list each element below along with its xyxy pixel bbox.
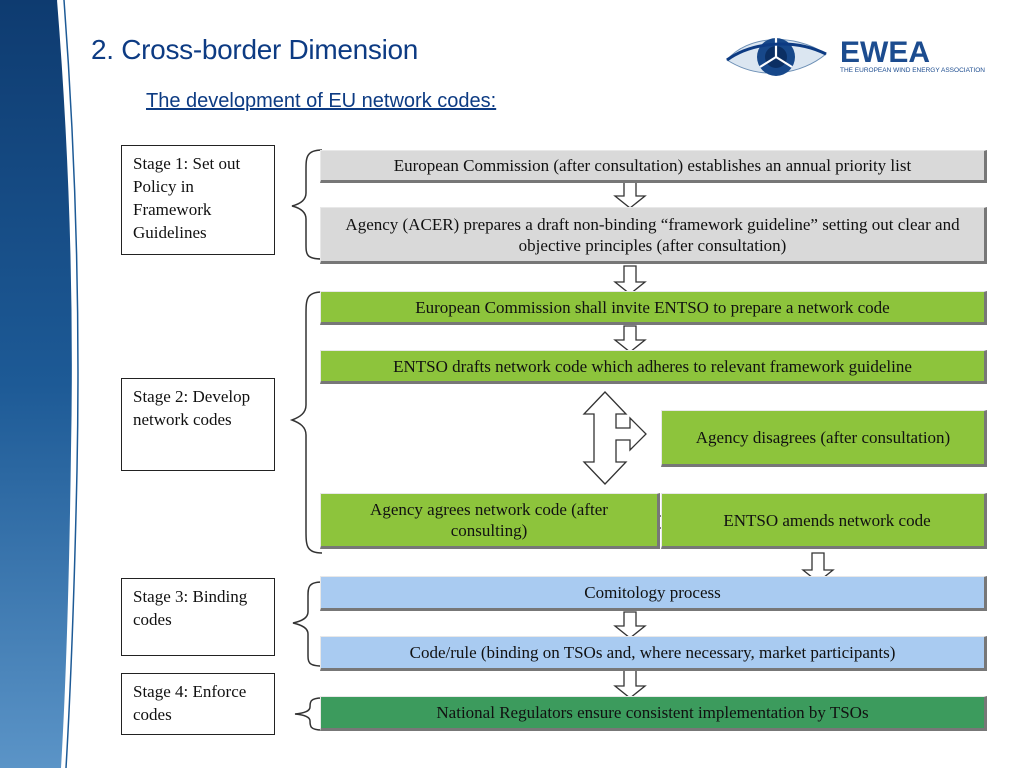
step-priority-list: European Commission (after consultation)… — [320, 150, 987, 183]
stage-1-label: Stage 1: Set out Policy in Framework Gui… — [121, 145, 275, 255]
step-agency-disagrees: Agency disagrees (after consultation) — [661, 410, 987, 467]
step-entso-drafts: ENTSO drafts network code which adheres … — [320, 350, 987, 384]
stage-2-label: Stage 2: Develop network codes — [121, 378, 275, 471]
page-title: 2. Cross-border Dimension — [91, 34, 419, 65]
step-entso-amends: ENTSO amends network code — [661, 493, 987, 549]
step-comitology: Comitology process — [320, 576, 987, 611]
stage-3-label: Stage 3: Binding codes — [121, 578, 275, 656]
step-binding-code: Code/rule (binding on TSOs and, where ne… — [320, 636, 987, 671]
stage-4-label: Stage 4: Enforce codes — [121, 673, 275, 735]
step-agency-agrees: Agency agrees network code (after consul… — [320, 493, 660, 549]
step-invite-entso: European Commission shall invite ENTSO t… — [320, 291, 987, 325]
ewea-eye-logo — [726, 38, 827, 76]
step-framework-guideline: Agency (ACER) prepares a draft non-bindi… — [320, 207, 987, 264]
logo-tagline: THE EUROPEAN WIND ENERGY ASSOCIATION — [840, 67, 985, 74]
step-national-regulators: National Regulators ensure consistent im… — [320, 696, 987, 731]
logo-name: EWEA — [840, 36, 930, 69]
page-subtitle: The development of EU network codes: — [146, 90, 497, 112]
